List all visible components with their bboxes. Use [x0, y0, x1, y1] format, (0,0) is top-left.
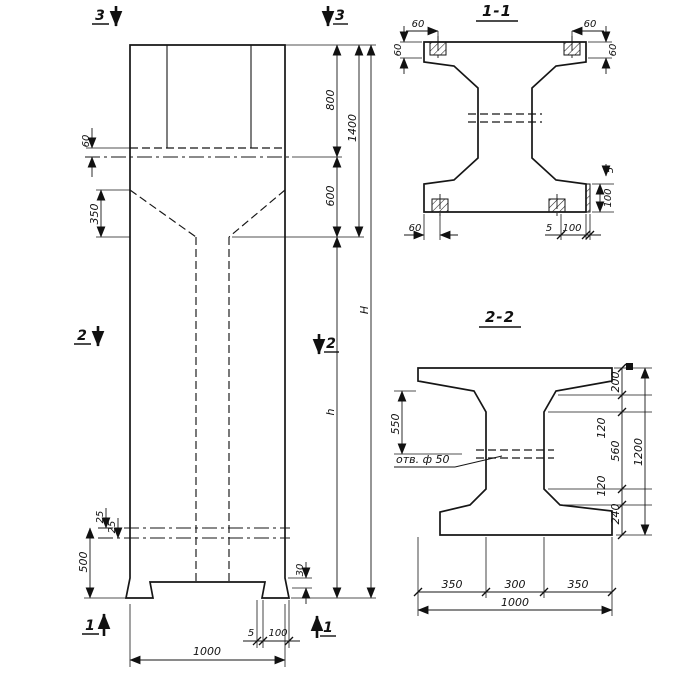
section-marker-1-right-label: 1	[323, 620, 333, 636]
dim-label: 560	[609, 441, 622, 462]
dim-total-H-label: H	[358, 306, 371, 314]
dim-label: 120	[595, 476, 608, 497]
dim-s11-60-right: 60	[588, 26, 619, 74]
dim-s22-550: 550	[389, 390, 462, 455]
dim-taper-350: 350	[88, 189, 130, 238]
dim-label: 350	[442, 578, 463, 591]
dim-s11-60-top-right: 60	[571, 19, 604, 42]
taper-hidden-left	[129, 189, 197, 238]
dim-width-1000-label: 1000	[193, 645, 221, 658]
section-marker-2-left-label: 2	[77, 328, 87, 344]
section-1-1-title: 1-1	[482, 2, 512, 20]
dim-foot-100-label: 100	[268, 628, 287, 639]
section-marker-1-left-label: 1	[85, 618, 95, 634]
dim-label: 1000	[501, 596, 529, 609]
section-2-2-view: 2-2 отв. ф 50 550	[389, 308, 652, 616]
section-1-1-view: 1-1 60 60 60	[393, 2, 619, 240]
dim-recess-800: 800	[324, 44, 342, 158]
dim-upper-1400-label: 1400	[346, 114, 359, 142]
dim-label: 60	[393, 44, 404, 57]
section-marker-3-right-label: 3	[335, 8, 345, 24]
dim-lift-25a: 25	[95, 508, 111, 529]
dim-taper-350-label: 350	[88, 204, 101, 225]
dim-label: 5	[605, 167, 616, 173]
column-outline	[124, 44, 291, 599]
dim-label: 60	[409, 223, 422, 234]
dim-shaft-h-label: h	[324, 408, 337, 415]
dim-width-1000: 1000	[129, 604, 286, 667]
dim-foot-30-label: 30	[295, 564, 306, 577]
dim-label: 120	[595, 418, 608, 439]
dim-foot-30: 30	[288, 562, 312, 604]
dim-s11-5-100-bottom: 5 100	[545, 214, 601, 240]
dim-taper-zone-600-label: 600	[324, 186, 337, 207]
dim-label: 200	[609, 372, 622, 393]
dim-label: 60	[584, 19, 597, 30]
dim-foot-5-label: 5	[248, 628, 254, 639]
dim-s11-leg-right: 100 5	[592, 164, 616, 213]
dim-s22-ladder: 200 120 560 120 240 1200	[548, 363, 652, 540]
dim-shaft-h: h	[324, 236, 342, 599]
dim-label: 60	[608, 44, 619, 57]
dim-embed-60-label: 60	[81, 135, 92, 148]
hole-callout: отв. ф 50	[394, 453, 503, 468]
dim-label: 60	[412, 19, 425, 30]
taper-hidden-right	[228, 189, 286, 238]
dim-taper-zone-600: 600	[324, 156, 342, 238]
dim-label: 550	[389, 414, 402, 435]
weld-mark	[626, 363, 633, 370]
dim-foot-5-100: 5 100	[243, 600, 300, 648]
elevation-view: 60 350 25 25 500 800	[74, 6, 376, 667]
dim-lift-25a-label: 25	[95, 511, 106, 524]
dim-base-500-label: 500	[77, 552, 90, 573]
section-marker-1-right: 1	[310, 615, 336, 638]
dim-label: 350	[568, 578, 589, 591]
dim-label: 300	[505, 578, 526, 591]
section-2-2-outline	[417, 367, 613, 536]
dim-embed-60: 60	[81, 128, 130, 177]
dim-label: 1200	[632, 438, 645, 466]
dim-recess-800-label: 800	[324, 90, 337, 111]
dim-lift-25b-label: 25	[107, 521, 118, 534]
dim-label: 100	[562, 223, 581, 234]
section-marker-2-right: 2	[312, 334, 339, 355]
hole-callout-label: отв. ф 50	[396, 453, 450, 466]
dim-base-500: 500	[77, 527, 127, 599]
section-marker-3-right: 3	[321, 6, 348, 27]
dim-s22-bottom: 350 300 350 1000	[413, 537, 617, 616]
dim-label: 100	[603, 188, 614, 207]
section-marker-2-right-label: 2	[326, 336, 336, 352]
embed-angle-leg	[585, 183, 591, 213]
dim-total-H: H	[358, 44, 376, 599]
section-marker-3-left-label: 3	[95, 8, 105, 24]
section-marker-1-left: 1	[82, 613, 111, 636]
section-2-2-title: 2-2	[485, 308, 515, 326]
dim-lift-25b: 25	[107, 518, 123, 539]
section-marker-2-left: 2	[74, 326, 105, 347]
section-1-1-outline	[423, 41, 587, 213]
dim-label: 240	[609, 504, 622, 525]
dim-s11-60-bottom-left: 60	[404, 214, 458, 240]
dim-upper-1400: 1400	[346, 44, 364, 238]
dim-label: 5	[546, 223, 552, 234]
dim-s11-60-left: 60	[393, 26, 422, 74]
section-marker-3-left: 3	[92, 6, 123, 27]
dim-s11-60-top-left: 60	[406, 19, 439, 42]
